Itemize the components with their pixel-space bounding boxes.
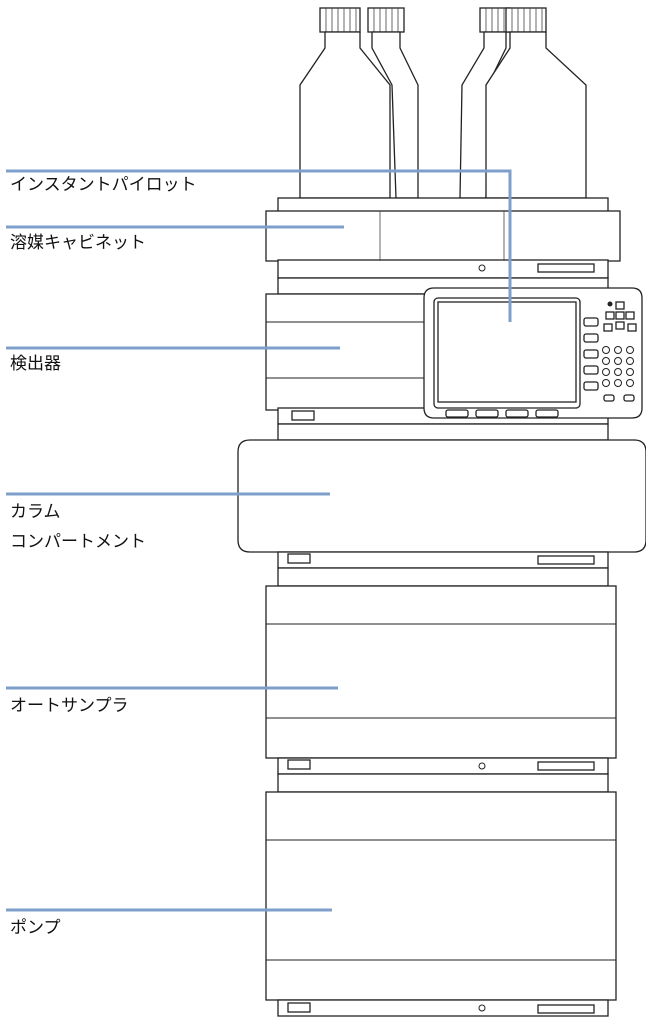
label-column-line1: カラム [10, 502, 61, 522]
solvent-cabinet-module [265, 197, 621, 279]
instant-pilot-device [423, 287, 643, 419]
label-column-line2: コンパートメント [10, 532, 146, 552]
label-detector: 検出器 [10, 354, 61, 374]
label-solvent-cabinet: 溶媒キャビネット [10, 233, 146, 253]
label-pump: ポンプ [10, 918, 61, 938]
leader-lines [6, 169, 512, 912]
bottle [367, 7, 419, 199]
callout-labels: インスタントパイロット 溶媒キャビネット 検出器 カラム コンパートメント オー… [10, 175, 197, 938]
bottle [459, 7, 511, 199]
column-compartment-module [237, 423, 646, 587]
leader-line-pilot [6, 169, 512, 322]
pump-module [265, 791, 617, 1017]
autosampler-module [265, 585, 617, 793]
label-autosampler: オートサンプラ [10, 696, 129, 716]
bottle [485, 7, 587, 199]
label-instant-pilot: インスタントパイロット [10, 175, 197, 195]
